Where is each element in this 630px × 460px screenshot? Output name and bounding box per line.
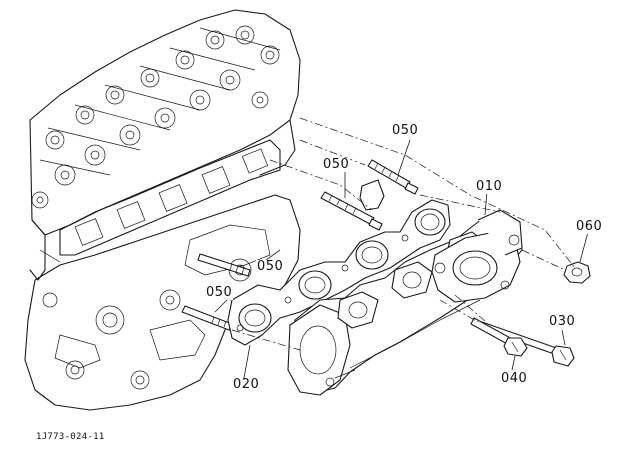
callout-050-right: 050 xyxy=(256,259,285,274)
callout-020: 020 xyxy=(232,377,261,392)
stud-bolt-050-mid xyxy=(320,191,383,231)
callout-010: 010 xyxy=(475,179,504,194)
callout-030: 030 xyxy=(548,314,577,329)
nut-060 xyxy=(563,261,591,284)
callout-050-top: 050 xyxy=(391,123,420,138)
callout-050-mid: 050 xyxy=(322,157,351,172)
engine-block xyxy=(24,9,301,411)
figure-reference-id: 1J773-024-11 xyxy=(36,432,105,442)
heat-shield-clip xyxy=(359,179,385,211)
stud-bolt-050-top xyxy=(367,159,419,195)
exhaust-manifold-gasket xyxy=(227,199,451,346)
stud-bolt-050-right xyxy=(197,253,251,277)
stud-bolt-050-left xyxy=(181,305,233,331)
assembly-centerlines xyxy=(231,117,576,351)
callout-050-left: 050 xyxy=(205,285,234,300)
callout-060: 060 xyxy=(575,219,604,234)
bolt-040 xyxy=(470,317,528,357)
exhaust-manifold xyxy=(287,209,523,396)
callout-040: 040 xyxy=(500,371,529,386)
